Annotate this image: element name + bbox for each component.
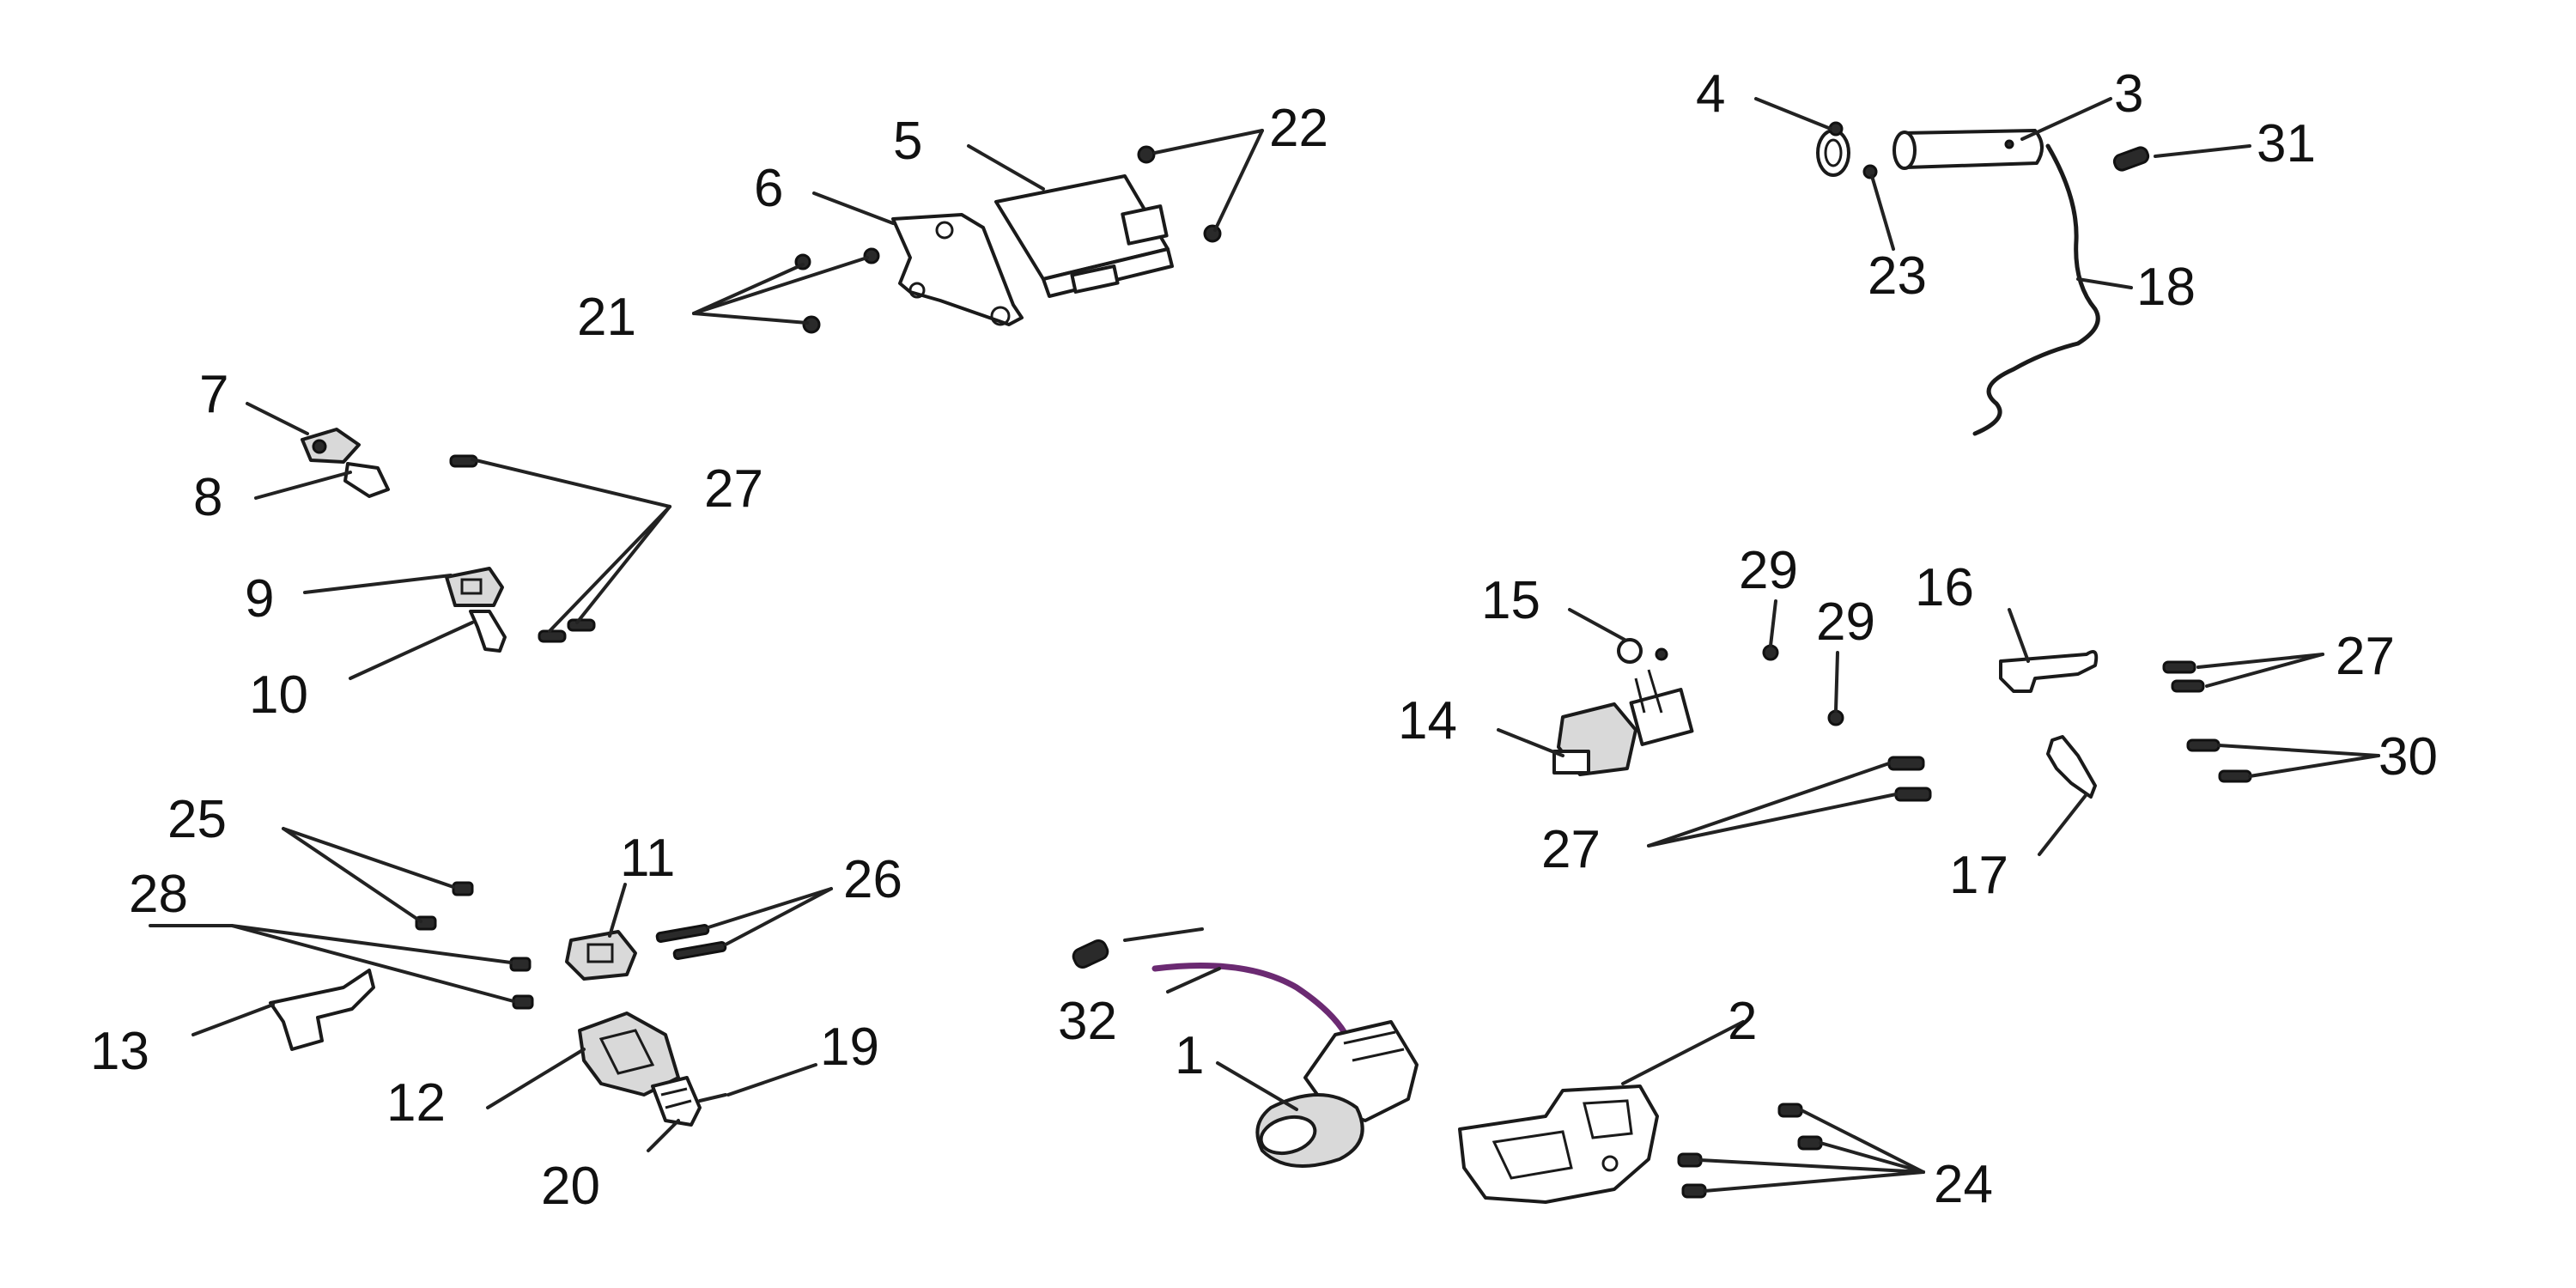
callout-29-a: 29 xyxy=(1739,541,1798,600)
part-18-cable xyxy=(1972,143,2100,436)
callout-10: 10 xyxy=(249,665,308,725)
callout-19: 19 xyxy=(820,1018,879,1077)
callout-26: 26 xyxy=(843,850,902,909)
callout-8: 8 xyxy=(193,468,222,527)
callout-22: 22 xyxy=(1269,99,1328,158)
part-17-arm xyxy=(2046,735,2097,799)
part-28-screws xyxy=(509,957,534,1010)
part-2-guard-bracket xyxy=(1458,1084,1659,1204)
part-31-plug xyxy=(2112,146,2150,172)
callout-32: 32 xyxy=(1058,992,1117,1051)
callout-30: 30 xyxy=(2379,727,2438,787)
part-13-bracket xyxy=(269,969,375,1051)
callout-28: 28 xyxy=(129,865,188,924)
part-21-screws xyxy=(794,247,880,334)
callout-labels: 5 6 22 21 4 3 31 23 18 7 8 27 9 10 15 29… xyxy=(90,64,2438,1216)
part-19-pin xyxy=(698,1093,727,1103)
callout-11: 11 xyxy=(620,829,675,888)
callout-27-left: 27 xyxy=(704,459,763,519)
callout-3: 3 xyxy=(2114,64,2143,124)
callout-21: 21 xyxy=(577,288,636,347)
part-9-block xyxy=(445,567,504,607)
callout-23: 23 xyxy=(1868,246,1927,306)
callout-4: 4 xyxy=(1696,64,1725,124)
part-24-screws xyxy=(1677,1103,1823,1199)
part-14-mount-block xyxy=(1552,669,1694,776)
part-25-screws xyxy=(415,881,474,931)
part-10-clip xyxy=(469,610,507,653)
part-29-screws xyxy=(1762,644,1844,726)
part-4-ring xyxy=(1816,121,1850,177)
part-27-screws-right xyxy=(1887,660,2205,802)
part-1-sensor-cable xyxy=(1151,962,1419,1168)
callout-24: 24 xyxy=(1934,1155,1993,1214)
callout-6: 6 xyxy=(754,159,783,218)
leader-lines xyxy=(149,97,2380,1193)
callout-13: 13 xyxy=(90,1022,149,1081)
callout-27-right: 27 xyxy=(2336,627,2395,686)
part-6-mounting-bracket xyxy=(891,213,1024,326)
callout-14: 14 xyxy=(1398,691,1457,750)
part-7-clamp xyxy=(301,428,361,464)
callout-5: 5 xyxy=(893,112,922,171)
callout-18: 18 xyxy=(2136,258,2196,317)
callout-25: 25 xyxy=(167,790,227,849)
part-26-screws xyxy=(655,924,727,960)
part-23-screw xyxy=(1862,164,1878,179)
part-16-bracket xyxy=(1999,650,2099,693)
callout-9: 9 xyxy=(245,569,274,629)
callout-12: 12 xyxy=(386,1073,446,1133)
callout-15: 15 xyxy=(1481,571,1540,630)
callout-20: 20 xyxy=(541,1157,600,1216)
part-3-sensor-cylinder xyxy=(1893,129,2044,170)
part-20-connector xyxy=(651,1076,702,1127)
callout-2: 2 xyxy=(1728,992,1757,1051)
callout-1: 1 xyxy=(1175,1026,1204,1085)
callout-16: 16 xyxy=(1915,558,1974,617)
callout-17: 17 xyxy=(1949,846,2008,905)
part-15-bolt xyxy=(1617,638,1668,664)
part-32-grommet xyxy=(1072,939,1109,969)
part-11-sensor xyxy=(565,930,637,981)
part-12-housing xyxy=(578,1012,680,1097)
callout-29-b: 29 xyxy=(1816,592,1875,652)
callout-7: 7 xyxy=(199,365,228,424)
callout-27-mid: 27 xyxy=(1541,820,1601,879)
callout-31: 31 xyxy=(2257,114,2316,173)
part-5-control-box xyxy=(994,174,1174,298)
part-8-plate xyxy=(343,462,390,498)
